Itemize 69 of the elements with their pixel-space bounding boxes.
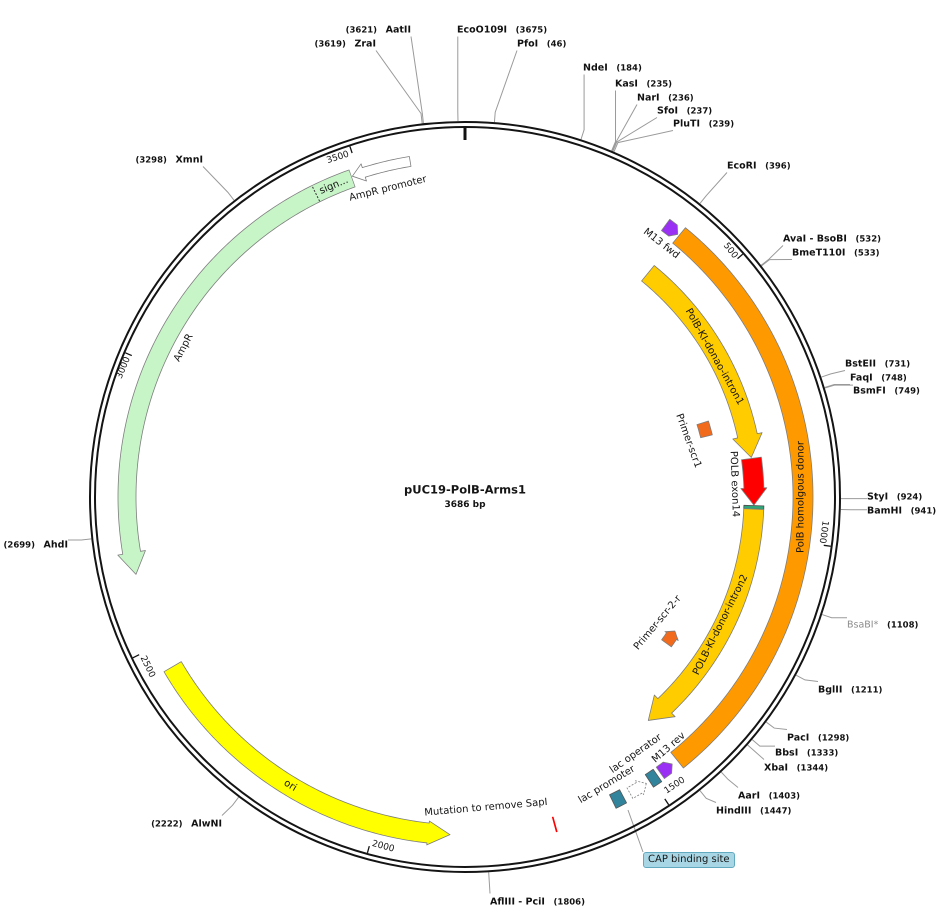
- leader-line: [820, 370, 846, 378]
- restriction-site-label: (3619) ZraI: [314, 36, 376, 50]
- restriction-site-label: EcoRI (396): [727, 158, 791, 172]
- leader-line: [747, 744, 764, 760]
- leader-line: [766, 722, 788, 730]
- restriction-site-label: KasI (235): [615, 76, 672, 90]
- leader-line: [612, 117, 658, 152]
- restriction-site-label: HindIII (1447): [716, 802, 792, 818]
- leader-line: [760, 245, 784, 266]
- restriction-site-label: FaqI (748): [850, 370, 907, 384]
- leader-line: [611, 90, 616, 152]
- restriction-site-label: BsmFI (749): [853, 382, 920, 398]
- feature-label: Mutation to remove SapI: [424, 796, 548, 820]
- restriction-site-label: BglII (1211): [818, 682, 882, 696]
- leader-line: [410, 36, 424, 124]
- restriction-site-label: PfoI (46): [517, 36, 566, 50]
- restriction-site-label: BamHI (941): [867, 502, 936, 518]
- leader-line: [840, 498, 868, 500]
- leader-line: [824, 384, 854, 388]
- restriction-site-label: SfoI (237): [657, 102, 712, 118]
- leader-line: [700, 172, 728, 204]
- leader-line: [580, 74, 585, 140]
- leader-line: [457, 36, 458, 122]
- leader-line: [796, 674, 818, 682]
- restriction-site-label: XbaI (1344): [764, 760, 828, 774]
- restriction-site-label: BsaBI* (1108): [847, 616, 918, 632]
- leader-line: [628, 810, 644, 852]
- leader-line: [699, 790, 716, 803]
- leader-line: [613, 130, 674, 152]
- feature-label: sign...: [318, 174, 350, 198]
- tick-label: 2000: [370, 839, 396, 855]
- leader-line: [840, 508, 868, 510]
- restriction-site-label: BstEII (731): [845, 356, 910, 370]
- leader-line: [720, 772, 738, 788]
- feature-label: PolB homolgous donor: [795, 441, 807, 553]
- leader-line: [824, 384, 850, 388]
- leader-line: [494, 50, 518, 123]
- leader-line: [68, 538, 92, 540]
- tick-label: 3000: [114, 355, 134, 381]
- tick-label: 1000: [816, 520, 830, 544]
- tick-label: 3500: [326, 150, 350, 166]
- leader-line: [376, 50, 423, 124]
- restriction-site-label: NdeI (184): [583, 60, 642, 74]
- restriction-site-label: BmeT110I (533): [792, 244, 880, 260]
- feature-label: ori: [282, 777, 299, 794]
- plasmid-name: pUC19-PolB-Arms1: [404, 483, 526, 497]
- restriction-site-label: StyI (924): [867, 488, 922, 504]
- leader-line: [752, 739, 776, 747]
- restriction-site-label: (2699) AhdI: [4, 536, 68, 552]
- restriction-site-label: PacI (1298): [787, 730, 850, 744]
- leader-line: [761, 259, 792, 266]
- restriction-site-label: (3621) AatII: [346, 22, 411, 36]
- restriction-site-label: (3298) XmnI: [135, 152, 203, 166]
- restriction-site-label: EcoO109I (3675): [457, 22, 548, 36]
- restriction-site-label: AarI (1403): [738, 788, 800, 802]
- leader-line: [612, 104, 638, 152]
- leader-line: [822, 614, 848, 618]
- restriction-site-label: AflIII - PciI (1806): [490, 894, 585, 908]
- tick-label: 2500: [137, 654, 157, 680]
- restriction-site-label: PluTI (239): [673, 116, 734, 130]
- leader-line: [222, 796, 240, 816]
- restriction-site-label: (2222) AlwNI: [151, 816, 222, 830]
- leader-line: [202, 166, 235, 201]
- leader-line: [488, 872, 490, 894]
- restriction-site-label: NarI (236): [637, 90, 694, 104]
- plasmid-size: 3686 bp: [444, 500, 486, 510]
- feature-label: POLB exon14: [727, 450, 741, 518]
- restriction-site-label: AvaI - BsoBI (532): [783, 230, 882, 246]
- restriction-site-label: BbsI (1333): [775, 744, 838, 760]
